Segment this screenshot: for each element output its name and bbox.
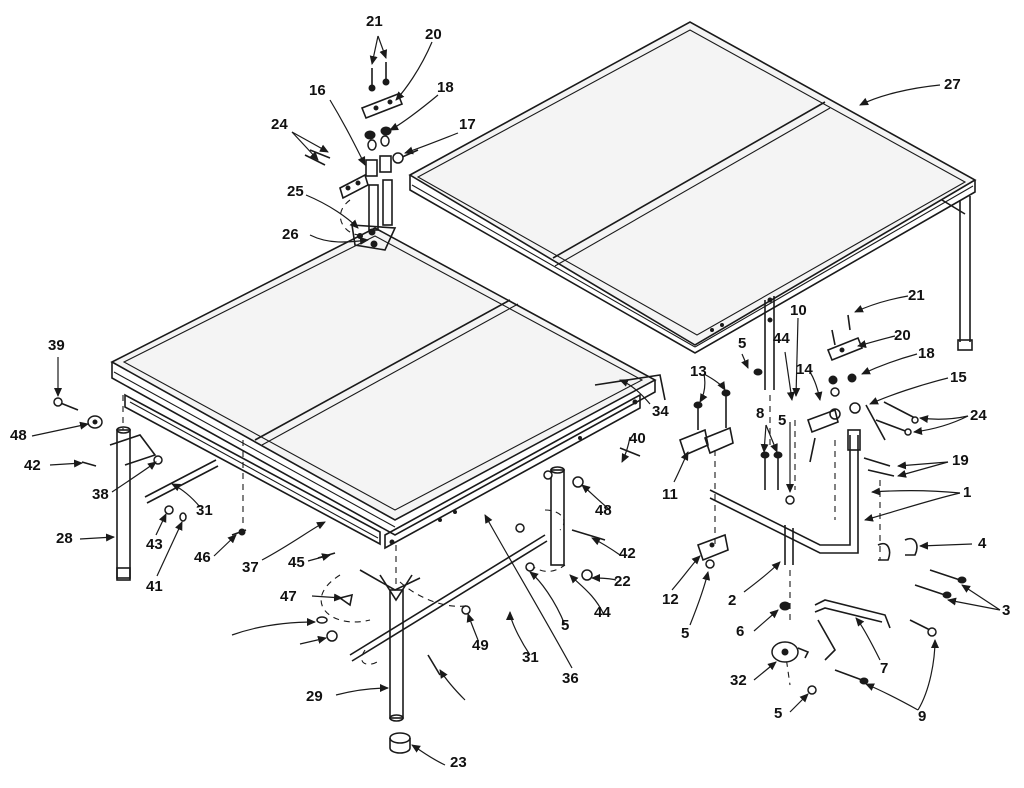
leader-lines bbox=[31, 35, 1001, 766]
label-part-19: 19 bbox=[952, 452, 969, 469]
label-part-31-lower: 31 bbox=[522, 649, 539, 666]
label-part-15: 15 bbox=[950, 369, 967, 386]
label-part-13: 13 bbox=[690, 363, 707, 380]
label-part-2: 2 bbox=[728, 592, 737, 609]
label-part-3: 3 bbox=[1002, 602, 1011, 619]
label-part-45: 45 bbox=[288, 554, 305, 571]
label-part-22: 22 bbox=[614, 573, 631, 590]
label-part-17: 17 bbox=[459, 116, 476, 133]
label-part-21: 21 bbox=[366, 13, 383, 30]
label-part-37: 37 bbox=[242, 559, 259, 576]
label-part-49: 49 bbox=[472, 637, 489, 654]
label-part-44-right: 44 bbox=[773, 330, 790, 347]
label-part-44-left: 44 bbox=[594, 604, 611, 621]
label-part-5-bottom: 5 bbox=[774, 705, 783, 722]
label-part-1: 1 bbox=[963, 484, 972, 501]
label-part-18: 18 bbox=[437, 79, 454, 96]
label-part-26: 26 bbox=[282, 226, 299, 243]
label-part-32: 32 bbox=[730, 672, 747, 689]
label-part-48-left: 48 bbox=[10, 427, 27, 444]
label-part-5-mid: 5 bbox=[561, 617, 570, 634]
label-part-25: 25 bbox=[287, 183, 304, 200]
right-table-half bbox=[408, 21, 977, 390]
label-part-5-left: 5 bbox=[681, 625, 690, 642]
label-part-46: 46 bbox=[194, 549, 211, 566]
label-part-20: 20 bbox=[425, 26, 442, 43]
label-part-29: 29 bbox=[306, 688, 323, 705]
label-part-4: 4 bbox=[978, 535, 987, 552]
label-part-43-left: 43 bbox=[146, 536, 163, 553]
label-part-38: 38 bbox=[92, 486, 109, 503]
label-part-8: 8 bbox=[756, 405, 765, 422]
label-part-9: 9 bbox=[918, 708, 927, 725]
label-part-41-left: 41 bbox=[146, 578, 163, 595]
label-part-42-left: 42 bbox=[24, 457, 41, 474]
label-part-16: 16 bbox=[309, 82, 326, 99]
label-part-23: 23 bbox=[450, 754, 467, 771]
label-part-48-right: 48 bbox=[595, 502, 612, 519]
label-part-5-center: 5 bbox=[778, 412, 787, 429]
label-part-7: 7 bbox=[880, 660, 889, 677]
label-part-24-right: 24 bbox=[970, 407, 987, 424]
label-part-21-right: 21 bbox=[908, 287, 925, 304]
label-part-28: 28 bbox=[56, 530, 73, 547]
label-part-14: 14 bbox=[796, 361, 813, 378]
label-part-12: 12 bbox=[662, 591, 679, 608]
label-part-24-left: 24 bbox=[271, 116, 288, 133]
label-part-20-right: 20 bbox=[894, 327, 911, 344]
label-part-47: 47 bbox=[280, 588, 297, 605]
label-part-5-top: 5 bbox=[738, 335, 747, 352]
label-part-34: 34 bbox=[652, 403, 669, 420]
label-part-27: 27 bbox=[944, 76, 961, 93]
label-part-18-right: 18 bbox=[918, 345, 935, 362]
left-hinge-parts bbox=[304, 62, 419, 236]
label-part-42-mid: 42 bbox=[619, 545, 636, 562]
label-part-39: 39 bbox=[48, 337, 65, 354]
left-table-half bbox=[110, 224, 666, 550]
label-part-40: 40 bbox=[629, 430, 646, 447]
label-part-36: 36 bbox=[562, 670, 579, 687]
label-part-10: 10 bbox=[790, 302, 807, 319]
right-frame-parts bbox=[679, 314, 967, 695]
label-part-6: 6 bbox=[736, 623, 745, 640]
left-leg-assembly bbox=[109, 395, 566, 754]
label-part-11: 11 bbox=[662, 486, 678, 503]
label-part-31-left: 31 bbox=[196, 502, 213, 519]
